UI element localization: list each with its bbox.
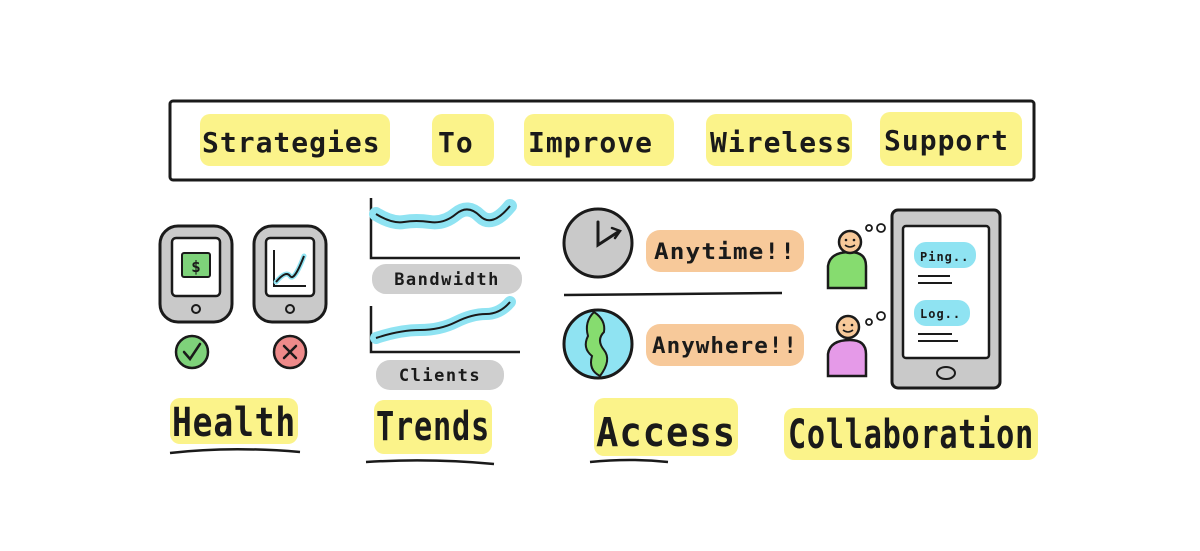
title-word-2: To xyxy=(438,126,474,159)
clients-chart: Clients xyxy=(369,296,520,390)
title-word-3: Improve xyxy=(528,126,653,159)
chat-phone-icon: Ping.. Log.. xyxy=(890,208,1002,390)
bandwidth-chart: Bandwidth xyxy=(369,198,522,294)
anywhere-text: Anywhere!! xyxy=(652,334,798,359)
message-log: Log.. xyxy=(920,307,961,321)
title-word-5: Support xyxy=(884,124,1009,157)
title-word-1: Strategies xyxy=(202,126,381,159)
person-green-icon xyxy=(826,223,886,290)
person-pink-icon xyxy=(826,311,886,378)
anytime-text: Anytime!! xyxy=(654,240,796,265)
access-label: Access xyxy=(596,410,736,456)
access-section: Anytime!! Anywhere!! Access xyxy=(562,207,804,464)
clock-icon xyxy=(562,207,634,279)
collaboration-label: Collaboration xyxy=(788,412,1034,458)
check-icon xyxy=(174,334,210,370)
title-banner: Strategies To Improve Wireless Support xyxy=(168,99,1036,182)
clients-label: Clients xyxy=(399,366,481,386)
collaboration-section: Ping.. Log.. Collaboration xyxy=(784,208,1038,460)
title-word-4: Wireless xyxy=(710,126,853,159)
bandwidth-label: Bandwidth xyxy=(394,270,500,290)
trends-section: Bandwidth Clients Trends xyxy=(365,198,522,466)
phone-chart-icon xyxy=(252,224,328,324)
health-label: Health xyxy=(172,400,296,446)
dollar-symbol: $ xyxy=(191,257,201,276)
message-ping: Ping.. xyxy=(920,250,969,264)
trends-label: Trends xyxy=(376,404,490,450)
health-section: $ Health xyxy=(158,224,328,455)
phone-good-icon: $ xyxy=(158,224,234,324)
globe-icon xyxy=(562,308,634,380)
cross-icon xyxy=(272,334,308,370)
